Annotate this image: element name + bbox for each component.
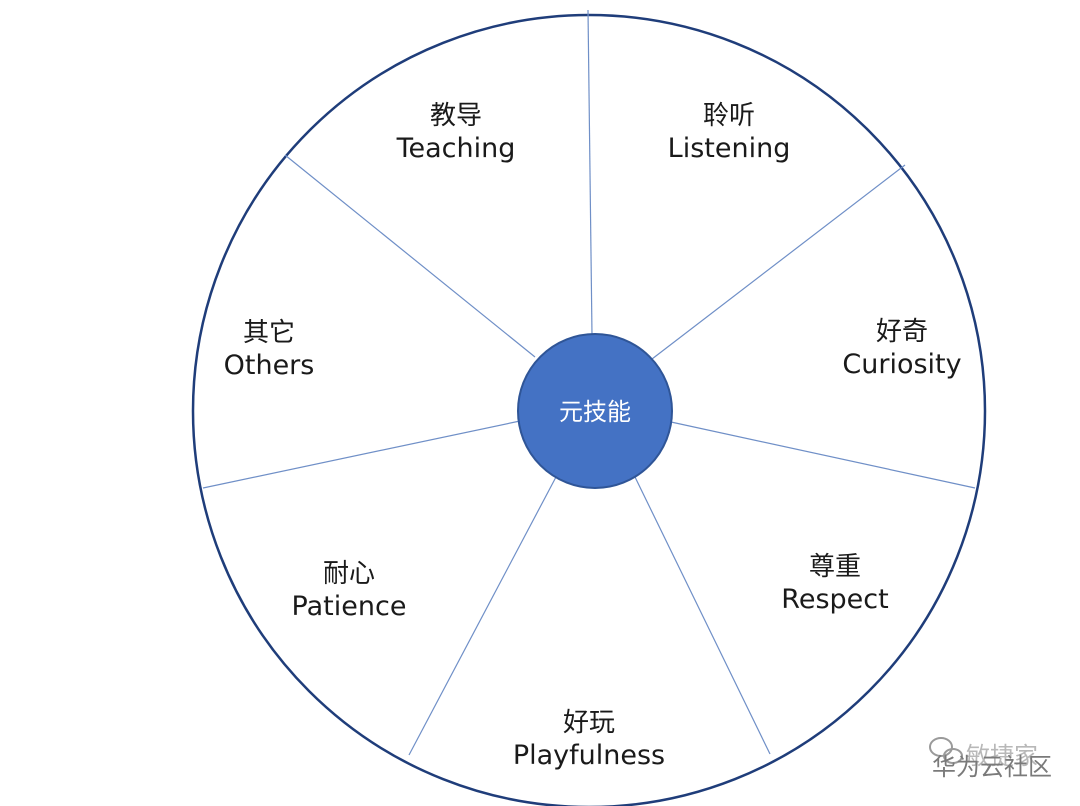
watermark-line2: 华为云社区	[932, 753, 1052, 781]
segment-label-en: Patience	[292, 591, 407, 622]
center-circle	[517, 333, 673, 489]
spoke-line	[202, 420, 521, 489]
segment-label-zh: 耐心	[323, 559, 375, 589]
segment-label-zh: 聆听	[703, 101, 755, 131]
watermark-line1: 敏捷家	[966, 742, 1038, 770]
center-hub: 元技能	[517, 333, 673, 489]
segment-patience: 耐心 Patience	[292, 559, 407, 622]
spoke-line	[587, 9, 593, 336]
segment-label-en: Listening	[668, 133, 791, 164]
spoke-line	[634, 476, 771, 755]
segment-label-en: Others	[224, 350, 315, 381]
center-label: 元技能	[559, 398, 631, 426]
segment-label-en: Teaching	[396, 133, 516, 164]
spoke-line	[670, 421, 976, 489]
chat-bubble-icon	[929, 737, 963, 764]
segment-label-en: Playfulness	[513, 740, 665, 771]
segment-curiosity: 好奇 Curiosity	[842, 317, 961, 380]
segment-label-en: Curiosity	[842, 349, 961, 380]
segment-others: 其它 Others	[224, 318, 315, 381]
segment-playfulness: 好玩 Playfulness	[513, 708, 665, 771]
segment-listening: 聆听 Listening	[668, 101, 791, 164]
spoke-line	[651, 164, 906, 360]
segment-label-zh: 尊重	[809, 552, 861, 582]
watermark: 敏捷家 华为云社区	[929, 737, 1052, 781]
spoke-line	[408, 476, 557, 756]
segment-respect: 尊重 Respect	[781, 552, 888, 615]
segment-label-zh: 其它	[243, 318, 295, 348]
segment-label-zh: 教导	[430, 101, 482, 131]
spoke-line	[284, 154, 536, 358]
segment-teaching: 教导 Teaching	[396, 101, 516, 164]
segment-label-en: Respect	[781, 584, 888, 615]
segment-label-zh: 好玩	[563, 708, 615, 738]
spokes	[202, 9, 976, 756]
segment-label-zh: 好奇	[876, 317, 928, 347]
